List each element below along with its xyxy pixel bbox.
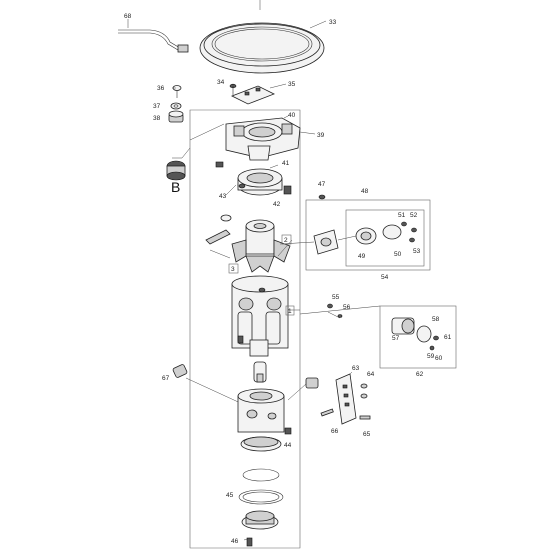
part-37-washer (170, 102, 182, 110)
callout-40: 40 (288, 112, 296, 119)
part-33-ring (199, 20, 327, 74)
small-screw-mid (237, 335, 244, 344)
part-34-screw (229, 83, 237, 95)
callout-64: 64 (367, 371, 375, 378)
reference-label-1: 1 (288, 308, 292, 315)
callout-41: 41 (282, 160, 290, 167)
part-connector (253, 361, 267, 383)
callout-67: 67 (162, 375, 170, 382)
part-55-56-screw (327, 303, 343, 318)
callout-39: 39 (317, 132, 325, 139)
callout-33: 33 (329, 19, 337, 26)
reference-box-3: 3 (228, 263, 239, 274)
callout-60: 60 (435, 355, 443, 362)
view-label-b: B (171, 179, 180, 195)
part-64-screws (360, 383, 368, 399)
callout-34: 34 (217, 79, 225, 86)
part-43-screw (215, 161, 237, 196)
callout-68: 68 (124, 13, 132, 20)
callout-56: 56 (343, 304, 351, 311)
main-assembly-frame (189, 109, 301, 549)
part-65-screw (359, 415, 371, 420)
detail-box-54 (279, 199, 431, 271)
callout-65: 65 (363, 431, 371, 438)
callout-45: 45 (226, 492, 234, 499)
reference-box-2: 2 (281, 234, 292, 245)
callout-44: 44 (284, 442, 292, 449)
callout-37: 37 (153, 103, 161, 110)
callout-48: 48 (361, 188, 369, 195)
callout-35: 35 (288, 81, 296, 88)
part-47-screw (318, 194, 326, 200)
callout-42: 42 (273, 201, 281, 208)
reference-box-1: 1 (285, 305, 295, 316)
part-35-plate (231, 83, 287, 105)
part-36-screw (172, 85, 182, 98)
callout-66: 66 (331, 428, 339, 435)
callout-53: 53 (413, 248, 421, 255)
part-42-screw (283, 185, 292, 195)
callout-54: 54 (381, 274, 389, 281)
part-pin (320, 408, 334, 417)
part-46-screw (246, 537, 253, 547)
part-side-sleeve (287, 377, 319, 401)
callout-46: 46 (231, 538, 239, 545)
callout-47: 47 (318, 181, 326, 188)
part-bottom-cap (241, 510, 279, 541)
callout-51: 51 (398, 212, 406, 219)
callout-55: 55 (332, 294, 340, 301)
part-pump-body (231, 275, 300, 357)
part-44-block (237, 388, 292, 435)
callout-62: 62 (416, 371, 424, 378)
callout-63: 63 (352, 365, 360, 372)
callout-49: 49 (358, 253, 366, 260)
callout-43: 43 (219, 193, 227, 200)
callout-61: 61 (444, 334, 452, 341)
reference-label-2: 2 (284, 237, 288, 244)
part-38-nut (168, 110, 184, 123)
reference-label-3: 3 (231, 266, 235, 273)
detail-box-62 (299, 305, 457, 369)
callout-52: 52 (410, 212, 418, 219)
callout-36: 36 (157, 85, 165, 92)
callout-58: 58 (432, 316, 440, 323)
part-39-top-housing (189, 115, 316, 161)
part-68-cable (118, 19, 189, 53)
part-41-clamp-ring (237, 164, 283, 196)
callout-59: 59 (427, 353, 435, 360)
callout-50: 50 (394, 251, 402, 258)
part-63-plate (335, 371, 357, 425)
part-view-b (166, 147, 191, 181)
part-pump-head (205, 214, 293, 273)
part-ring-lower (238, 436, 284, 505)
callout-57: 57 (392, 335, 400, 342)
callout-38: 38 (153, 115, 161, 122)
